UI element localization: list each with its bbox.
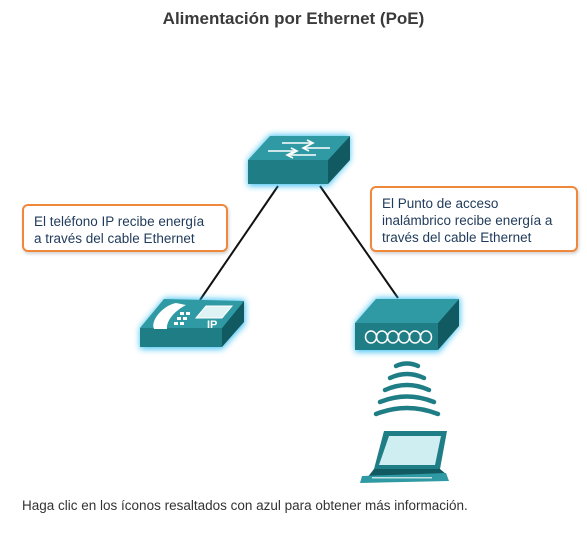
access-point-callout-line-3: través del cable Ethernet bbox=[382, 230, 532, 245]
phone-ip-label: IP bbox=[207, 319, 217, 331]
wireless-signal-icon bbox=[373, 361, 441, 417]
ethernet-cable-phone bbox=[199, 185, 279, 301]
switch-arrows-icon bbox=[268, 139, 330, 159]
access-point-callout-line-2: inalámbrico recibe energía a bbox=[382, 213, 553, 228]
switch-icon[interactable] bbox=[248, 135, 350, 186]
wireless-access-point-icon[interactable] bbox=[355, 298, 460, 352]
phone-callout-line-1: El teléfono IP recibe energía bbox=[34, 214, 205, 229]
access-point-callout-line-1: El Punto de acceso bbox=[382, 196, 499, 211]
keypad-icon bbox=[174, 312, 190, 325]
laptop-icon bbox=[360, 431, 449, 483]
instruction-text: Haga clic en los íconos resaltados con a… bbox=[22, 498, 468, 513]
phone-callout-line-2: a través del cable Ethernet bbox=[34, 231, 195, 246]
ethernet-cable-access-point bbox=[319, 185, 399, 299]
access-point-ports-icon bbox=[364, 330, 433, 344]
access-point-callout: El Punto de acceso inalámbrico recibe en… bbox=[370, 186, 578, 252]
phone-callout: El teléfono IP recibe energía a través d… bbox=[22, 204, 228, 252]
ip-phone-icon[interactable]: IP bbox=[140, 298, 245, 349]
diagram-title: Alimentación por Ethernet (PoE) bbox=[162, 9, 425, 28]
